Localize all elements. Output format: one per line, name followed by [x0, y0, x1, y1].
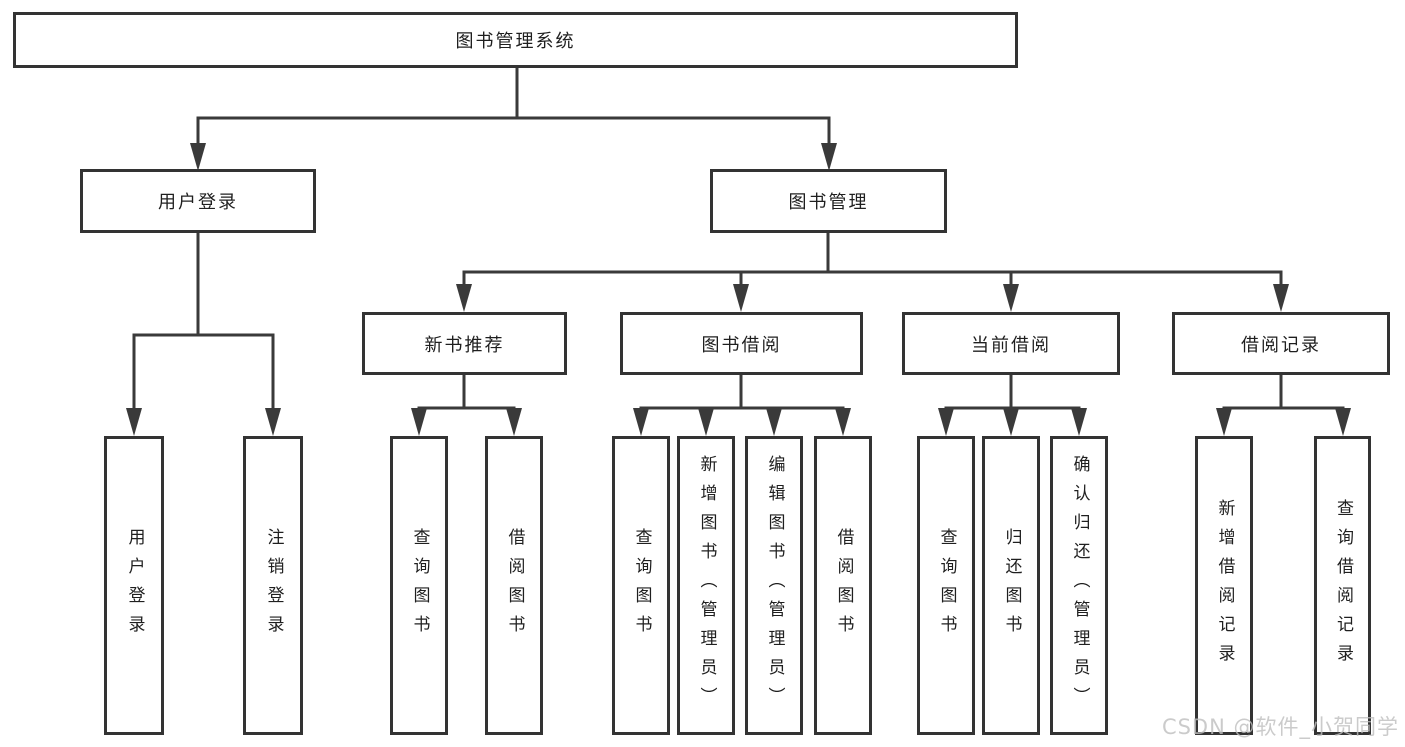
- leaf-confirm-return-admin: 确认归还（管理员）: [1050, 436, 1108, 735]
- watermark: CSDN @软件_小贺同学: [1161, 715, 1399, 739]
- node-new-book-recommend: 新书推荐: [362, 312, 567, 375]
- node-book-borrowing: 图书借阅: [620, 312, 863, 375]
- leaf-return-books: 归还图书: [982, 436, 1040, 735]
- leaf-query-books-current: 查询图书: [917, 436, 975, 735]
- leaf-query-borrow-record: 查询借阅记录: [1314, 436, 1371, 735]
- node-book-management: 图书管理: [710, 169, 947, 233]
- leaf-borrow-books-recommend: 借阅图书: [485, 436, 543, 735]
- leaf-borrow-books-borrowing: 借阅图书: [814, 436, 872, 735]
- leaf-query-books-borrowing: 查询图书: [612, 436, 670, 735]
- leaf-edit-books-admin: 编辑图书（管理员）: [745, 436, 803, 735]
- node-borrowing-records: 借阅记录: [1172, 312, 1390, 375]
- leaf-query-books-recommend: 查询图书: [390, 436, 448, 735]
- leaf-user-login: 用户登录: [104, 436, 164, 735]
- node-user-login: 用户登录: [80, 169, 316, 233]
- leaf-add-books-admin: 新增图书（管理员）: [677, 436, 735, 735]
- leaf-add-borrow-record: 新增借阅记录: [1195, 436, 1253, 735]
- node-root: 图书管理系统: [13, 12, 1018, 68]
- node-current-borrowing: 当前借阅: [902, 312, 1120, 375]
- leaf-logout: 注销登录: [243, 436, 303, 735]
